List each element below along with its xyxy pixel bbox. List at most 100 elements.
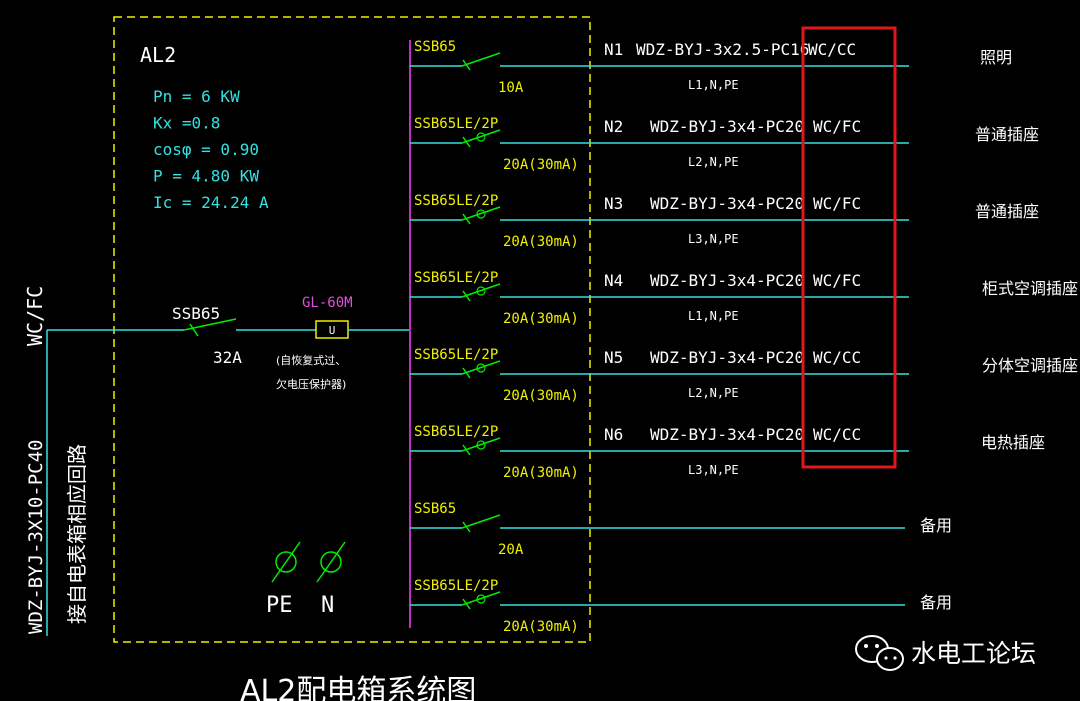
- protector-symbol: U: [329, 324, 336, 337]
- circuit-3: SSB65LE/2P 20A(30mA) N3 WDZ-BYJ-3x4-PC20 WC/…: [410, 193, 1039, 250]
- diagram-title: AL2配电箱系统图: [240, 674, 476, 701]
- panel-param: P = 4.80 KW: [153, 167, 259, 186]
- breaker-rating: 20A(30mA): [503, 234, 579, 250]
- breaker-contact: [461, 591, 501, 606]
- circuit-phases: L1,N,PE: [688, 78, 739, 92]
- circuit-id: N4: [604, 271, 623, 290]
- n-label: N: [321, 593, 334, 618]
- breaker-rating: 20A(30mA): [503, 157, 579, 173]
- breaker-mark: [462, 213, 471, 225]
- rcd-icon: [476, 209, 486, 219]
- protector-note-1: (自恢复式过、: [276, 353, 346, 367]
- circuit-phases: L2,N,PE: [688, 386, 739, 400]
- pe-label: PE: [266, 593, 293, 618]
- load-name: 备用: [920, 593, 952, 612]
- breaker-rating: 10A: [498, 80, 524, 96]
- laying-method: WC/FC: [813, 271, 861, 290]
- rcd-icon: [476, 132, 486, 142]
- wechat-icon: [855, 635, 904, 671]
- laying-highlight-box: [801, 26, 897, 469]
- breaker-label: SSB65LE/2P: [414, 270, 498, 286]
- circuit-5: SSB65LE/2P 20A(30mA) N5 WDZ-BYJ-3x4-PC20 WC/…: [410, 347, 1078, 404]
- breaker-mark: [462, 598, 471, 610]
- pe-terminal-icon: [275, 551, 297, 573]
- breaker-contact: [461, 52, 501, 67]
- breaker-rating: 20A(30mA): [503, 311, 579, 327]
- cable-spec: WDZ-BYJ-3x4-PC20: [650, 348, 804, 367]
- circuit-id: N5: [604, 348, 623, 367]
- watermark-text: 水电工论坛: [911, 639, 1036, 668]
- circuit-id: N6: [604, 425, 623, 444]
- circuit-6: SSB65LE/2P 20A(30mA) N6 WDZ-BYJ-3x4-PC20 WC/…: [410, 424, 1045, 481]
- laying-method: WC/CC: [813, 348, 861, 367]
- panel-param: cosφ = 0.90: [153, 140, 259, 159]
- load-name: 照明: [980, 48, 1012, 67]
- pe-terminal-slash: [271, 541, 301, 583]
- circuit-id: N3: [604, 194, 623, 213]
- breaker-contact: [461, 360, 501, 375]
- breaker-label: SSB65LE/2P: [414, 347, 498, 363]
- breaker-label: SSB65LE/2P: [414, 424, 498, 440]
- load-name: 电热插座: [981, 433, 1045, 452]
- load-name: 柜式空调插座: [982, 279, 1078, 298]
- incoming-breaker-mark: [189, 323, 199, 337]
- breaker-label: SSB65LE/2P: [414, 578, 498, 594]
- breaker-mark: [462, 367, 471, 379]
- circuit-4: SSB65LE/2P 20A(30mA) N4 WDZ-BYJ-3x4-PC20 WC/…: [410, 270, 1078, 327]
- breaker-label: SSB65: [414, 39, 456, 55]
- protector-label: GL-60M: [302, 295, 353, 311]
- cable-spec: WDZ-BYJ-3x4-PC20: [650, 117, 804, 136]
- laying-method: WC/FC: [813, 194, 861, 213]
- circuit-id: N1: [604, 40, 623, 59]
- breaker-label: SSB65LE/2P: [414, 193, 498, 209]
- cable-spec: WDZ-BYJ-3x4-PC20: [650, 425, 804, 444]
- cable-spec: WDZ-BYJ-3x2.5-PC16: [636, 40, 809, 59]
- panel-param: Pn = 6 KW: [153, 87, 240, 106]
- breaker-mark: [462, 521, 471, 533]
- breaker-contact: [461, 514, 501, 529]
- incoming-rating: 32A: [213, 348, 242, 367]
- breaker-mark: [462, 136, 471, 148]
- load-name: 普通插座: [975, 125, 1039, 144]
- circuit-phases: L3,N,PE: [688, 232, 739, 246]
- circuit-id: N2: [604, 117, 623, 136]
- breaker-label: SSB65LE/2P: [414, 116, 498, 132]
- cable-spec: WDZ-BYJ-3x4-PC20: [650, 271, 804, 290]
- breaker-label: SSB65: [414, 501, 456, 517]
- protector-note-2: 欠电压保护器): [276, 377, 346, 391]
- breaker-contact: [461, 206, 501, 221]
- circuit-phases: L2,N,PE: [688, 155, 739, 169]
- circuit-phases: L3,N,PE: [688, 463, 739, 477]
- breaker-contact: [461, 283, 501, 298]
- incoming-breaker-label: SSB65: [172, 304, 220, 323]
- laying-method: WC/FC: [813, 117, 861, 136]
- breaker-contact: [461, 129, 501, 144]
- n-terminal-slash: [316, 541, 346, 583]
- laying-method: WC/CC: [808, 40, 856, 59]
- rcd-icon: [476, 286, 486, 296]
- panel-param: Ic = 24.24 A: [153, 193, 269, 212]
- circuit-2: SSB65LE/2P 20A(30mA) N2 WDZ-BYJ-3x4-PC20 WC/…: [410, 116, 1039, 173]
- incoming-cable: WDZ-BYJ-3X10-PC40: [25, 440, 47, 634]
- incoming-source: 接自电表箱相应回路: [65, 444, 89, 624]
- n-terminal-icon: [320, 551, 342, 573]
- breaker-mark: [462, 59, 471, 71]
- load-name: 普通插座: [975, 202, 1039, 221]
- incoming-laying: WC/FC: [23, 286, 47, 346]
- load-name: 备用: [920, 516, 952, 535]
- rcd-icon: [476, 363, 486, 373]
- breaker-mark: [462, 444, 471, 456]
- circuit-phases: L1,N,PE: [688, 309, 739, 323]
- cable-spec: WDZ-BYJ-3x4-PC20: [650, 194, 804, 213]
- load-name: 分体空调插座: [982, 356, 1078, 375]
- breaker-rating: 20A(30mA): [503, 465, 579, 481]
- rcd-icon: [476, 440, 486, 450]
- breaker-rating: 20A(30mA): [503, 388, 579, 404]
- laying-method: WC/CC: [813, 425, 861, 444]
